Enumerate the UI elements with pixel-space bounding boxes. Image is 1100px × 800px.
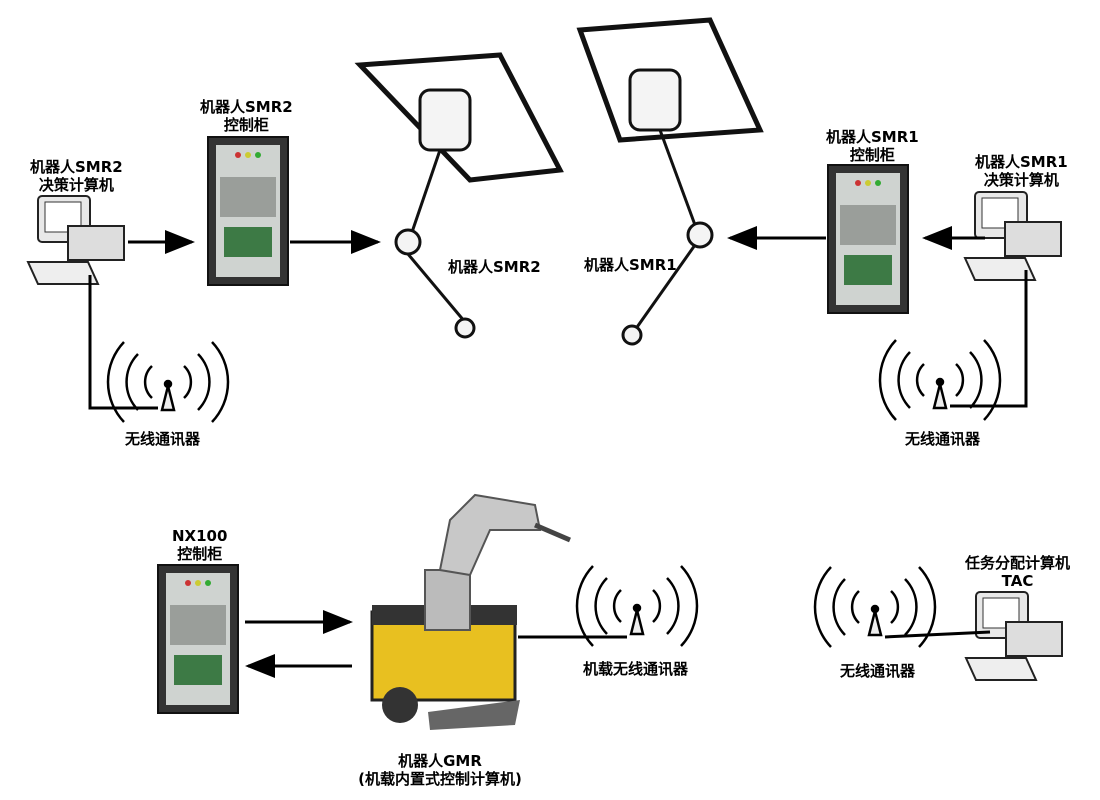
wireless-left <box>106 340 230 424</box>
tac-computer <box>965 591 1063 681</box>
smr2-cabinet <box>207 136 289 286</box>
smr2-computer <box>27 195 125 285</box>
onboard-wireless-label: 机载无线通讯器 <box>583 660 689 678</box>
smr1-robot-label: 机器人SMR1 <box>584 256 677 274</box>
connection-lines <box>88 226 1028 678</box>
nx100-cabinet <box>157 564 239 714</box>
smr1-cabinet <box>827 164 909 314</box>
wireless-left-label: 无线通讯器 <box>125 430 201 448</box>
smr2-robot-label: 机器人SMR2 <box>448 258 541 276</box>
onboard-wireless <box>575 564 699 648</box>
gmr-robot-label: 机器人GMR(机载内置式控制计算机) <box>358 752 522 788</box>
smr2-robot <box>354 52 564 339</box>
gmr-robot <box>370 493 571 730</box>
tac-wireless-label: 无线通讯器 <box>840 662 916 680</box>
wireless-right <box>878 338 1002 422</box>
smr1-robot <box>576 17 764 346</box>
wireless-right-label: 无线通讯器 <box>905 430 981 448</box>
smr1-computer <box>964 191 1062 281</box>
